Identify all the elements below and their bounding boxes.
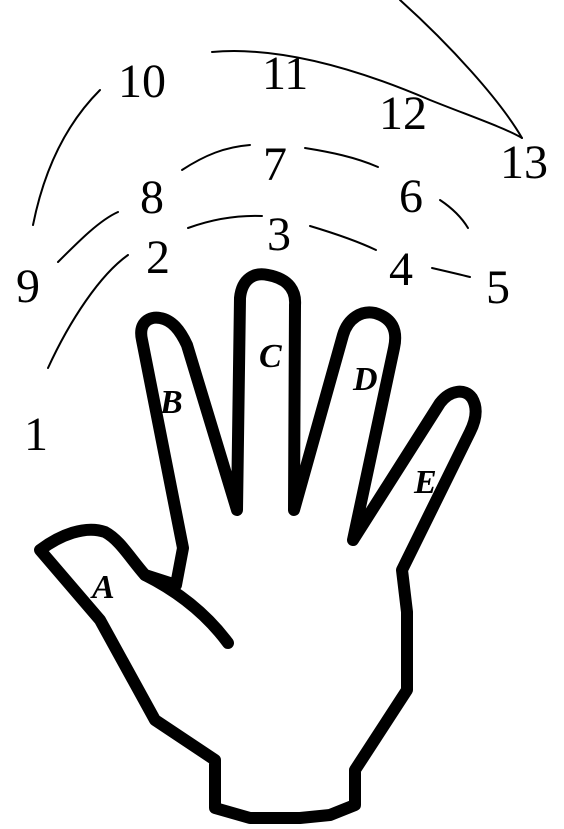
number-11: 11	[262, 47, 308, 100]
hand-outline	[40, 274, 476, 818]
arc-7-to-6	[305, 148, 378, 167]
arc-4-to-5	[432, 268, 470, 277]
finger-label-e: E	[413, 464, 437, 501]
number-12: 12	[379, 87, 427, 140]
number-13: 13	[500, 136, 548, 189]
arc-9-to-10	[33, 90, 100, 225]
number-6: 6	[399, 170, 423, 223]
finger-label-c: C	[259, 338, 282, 375]
arc-8-to-7	[182, 145, 250, 170]
arc-9-to-8	[58, 212, 118, 262]
number-10: 10	[118, 55, 166, 108]
number-9: 9	[16, 260, 40, 313]
number-4: 4	[389, 243, 413, 296]
number-2: 2	[146, 231, 170, 284]
arc-1-to-2	[48, 255, 128, 368]
hand-shape	[40, 274, 476, 818]
number-7: 7	[263, 138, 287, 191]
number-5: 5	[486, 261, 510, 314]
finger-label-d: D	[352, 361, 378, 398]
finger-label-b: B	[159, 384, 183, 421]
finger-label-a: A	[90, 569, 115, 606]
arc-6-to-5	[440, 200, 468, 228]
number-3: 3	[267, 208, 291, 261]
arc-2-to-3	[188, 216, 262, 228]
arc-3-to-4	[310, 226, 376, 250]
number-8: 8	[140, 171, 164, 224]
arc-10-to-13	[212, 51, 522, 138]
number-1: 1	[24, 408, 48, 461]
